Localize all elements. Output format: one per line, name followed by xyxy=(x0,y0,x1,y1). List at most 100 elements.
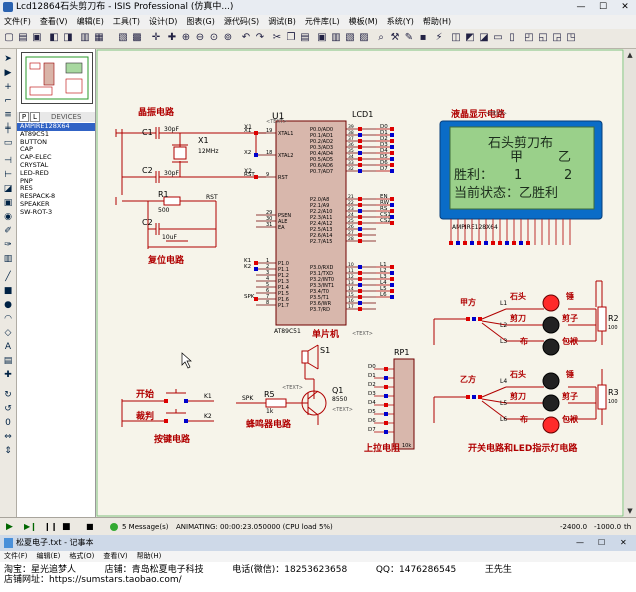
junction-icon[interactable]: + xyxy=(4,82,12,92)
redo-icon[interactable]: ↷ xyxy=(255,32,265,43)
circle-icon[interactable]: ● xyxy=(4,300,12,310)
grid-icon[interactable]: ▩ xyxy=(132,32,142,43)
menu-graph[interactable]: 图表(G) xyxy=(186,17,215,26)
rotate-cw-icon[interactable]: ↻ xyxy=(4,390,12,400)
mirror-v-icon[interactable]: ⇕ xyxy=(4,446,12,456)
scroll-down-icon[interactable]: ▼ xyxy=(627,507,633,515)
component-mode-icon[interactable]: ▶ xyxy=(4,68,12,78)
menu-source[interactable]: 源代码(S) xyxy=(223,17,260,26)
zoom-area-icon[interactable]: ⊚ xyxy=(223,32,233,43)
device-list-item[interactable]: AMPIRE128X64 xyxy=(17,122,95,131)
netlist-icon[interactable]: ◲ xyxy=(552,32,562,43)
generator-icon[interactable]: ◉ xyxy=(4,212,12,222)
pick-devices-button[interactable]: P xyxy=(19,112,29,122)
tape-icon[interactable]: ▣ xyxy=(3,198,13,208)
selection-mode-icon[interactable]: ➤ xyxy=(4,54,12,64)
erc-icon[interactable]: ◱ xyxy=(538,32,548,43)
symbol-icon[interactable]: ▤ xyxy=(3,356,13,366)
device-list-item[interactable]: RESPACK-8 xyxy=(20,192,56,201)
cut-icon[interactable]: ✂ xyxy=(272,32,282,43)
new-sheet-icon[interactable]: ◪ xyxy=(479,32,489,43)
block-copy-icon[interactable]: ▣ xyxy=(317,32,327,43)
menu-debug[interactable]: 调试(B) xyxy=(268,17,296,26)
messages-count[interactable]: 5 Message(s) xyxy=(122,523,169,531)
menu-design[interactable]: 设计(D) xyxy=(149,17,178,26)
pick-device-icon[interactable]: ⌕ xyxy=(378,32,384,43)
origin-icon[interactable]: ✛ xyxy=(151,32,161,43)
notepad-maximize-button[interactable]: ☐ xyxy=(598,538,606,547)
vertical-scrollbar[interactable]: ▲ ▼ xyxy=(624,49,636,517)
device-list-item[interactable]: BUTTON xyxy=(20,137,48,146)
text-script-icon[interactable]: ≡ xyxy=(4,110,12,120)
menu-tools[interactable]: 工具(T) xyxy=(112,17,140,26)
notepad-menu-view[interactable]: 查看(V) xyxy=(103,552,128,560)
device-list-item[interactable]: SW-ROT-3 xyxy=(20,207,53,216)
export-icon[interactable]: ◨ xyxy=(63,32,73,43)
decompose-icon[interactable]: ✎ xyxy=(404,32,414,43)
open-folder-icon[interactable]: ▤ xyxy=(18,32,28,43)
play-icon[interactable]: ▶ xyxy=(6,522,13,532)
pin-icon[interactable]: ▪ xyxy=(419,32,427,43)
paste-icon[interactable]: ▤ xyxy=(300,32,310,43)
pin-mode-icon[interactable]: ⊢ xyxy=(4,170,12,180)
notepad-menu-format[interactable]: 格式(O) xyxy=(69,552,95,560)
menu-template[interactable]: 模板(M) xyxy=(348,17,378,26)
path-icon[interactable]: ◇ xyxy=(4,328,12,338)
print-area-icon[interactable]: ▦ xyxy=(94,32,104,43)
menu-view[interactable]: 查看(V) xyxy=(39,17,68,26)
make-device-icon[interactable]: ⚒ xyxy=(390,32,400,43)
maximize-button[interactable]: ☐ xyxy=(598,2,608,12)
wire-autorouter-icon[interactable]: ⚡ xyxy=(435,32,443,43)
notepad-menu-help[interactable]: 帮助(H) xyxy=(136,552,162,560)
save-icon[interactable]: ▣ xyxy=(32,32,42,43)
import-icon[interactable]: ◧ xyxy=(49,32,59,43)
new-file-icon[interactable]: ▢ xyxy=(4,32,14,43)
bom-icon[interactable]: ◰ xyxy=(524,32,534,43)
line-icon[interactable]: ╱ xyxy=(5,272,11,282)
terminal-icon[interactable]: ⊣ xyxy=(4,156,12,166)
virtual-instrument-icon[interactable]: ▥ xyxy=(3,254,13,264)
voltage-probe-icon[interactable]: ✐ xyxy=(4,226,12,236)
marker-icon[interactable]: ✚ xyxy=(4,370,12,380)
minimize-button[interactable]: — xyxy=(576,2,586,12)
device-list-item[interactable]: RES xyxy=(20,184,33,193)
arc-icon[interactable]: ◠ xyxy=(4,314,12,324)
scroll-up-icon[interactable]: ▲ xyxy=(627,51,633,59)
notepad-text-area[interactable]: 淘宝：星光追梦人 店铺：青岛松夏电子科技 电话(微信)：18253623658 … xyxy=(4,565,634,585)
record-icon[interactable]: ■ xyxy=(86,522,94,531)
pan-icon[interactable]: ✚ xyxy=(167,32,177,43)
device-list-item[interactable]: CAP xyxy=(20,145,33,154)
pause-icon[interactable]: ❙❙ xyxy=(44,522,58,531)
property-icon[interactable]: ◩ xyxy=(465,32,475,43)
subcircuit-icon[interactable]: ▭ xyxy=(3,138,13,148)
block-move-icon[interactable]: ▥ xyxy=(331,32,341,43)
library-manager-button[interactable]: L xyxy=(30,112,40,122)
notepad-menu-edit[interactable]: 编辑(E) xyxy=(36,552,61,560)
menu-system[interactable]: 系统(Y) xyxy=(386,17,414,26)
overview-thumbnail[interactable] xyxy=(21,52,93,104)
box-icon[interactable]: ■ xyxy=(3,286,13,296)
exit-parent-icon[interactable]: ▯ xyxy=(509,32,515,43)
zoom-in-icon[interactable]: ⊕ xyxy=(181,32,191,43)
menu-file[interactable]: 文件(F) xyxy=(4,17,31,26)
device-list-item[interactable]: AT89C51 xyxy=(20,129,49,138)
block-delete-icon[interactable]: ▨ xyxy=(359,32,369,43)
graph-icon[interactable]: ◪ xyxy=(3,184,13,194)
undo-icon[interactable]: ↶ xyxy=(241,32,251,43)
zoom-all-icon[interactable]: ⊙ xyxy=(209,32,219,43)
mirror-h-icon[interactable]: ⇔ xyxy=(4,432,12,442)
remove-sheet-icon[interactable]: ▭ xyxy=(493,32,503,43)
ares-icon[interactable]: ◳ xyxy=(566,32,576,43)
device-list-item[interactable]: CAP-ELEC xyxy=(20,153,52,162)
device-list-item[interactable]: LED-RED xyxy=(20,168,49,177)
rotate-ccw-icon[interactable]: ↺ xyxy=(4,404,12,414)
step-icon[interactable]: ▶❙ xyxy=(24,522,37,531)
schematic-canvas[interactable]: 晶振电路 C1 30pF C2 30pF X1 xyxy=(96,49,624,517)
search-tag-icon[interactable]: ◫ xyxy=(451,32,461,43)
device-list-item[interactable]: SPEAKER xyxy=(20,199,50,208)
wire-label-icon[interactable]: ⌐ xyxy=(4,96,12,106)
close-button[interactable]: ✕ xyxy=(621,2,629,12)
notepad-close-button[interactable]: ✕ xyxy=(620,538,627,547)
print-icon[interactable]: ▥ xyxy=(80,32,90,43)
current-probe-icon[interactable]: ✑ xyxy=(4,240,12,250)
